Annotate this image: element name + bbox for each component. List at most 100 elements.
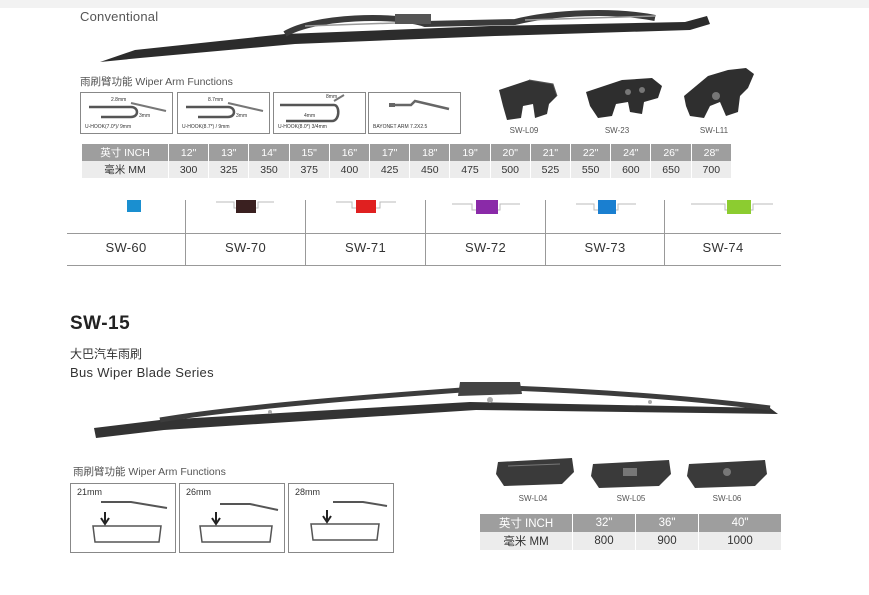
connector-code-sw-l09: SW-L09 [509, 126, 539, 135]
size-cell: 19" [449, 144, 491, 161]
bus-wiper-blade-image [94, 382, 778, 438]
model-code: SW-60 [105, 240, 147, 255]
u-hook-arm-icon [280, 94, 345, 123]
model-color-swatch [127, 200, 141, 212]
connector-preview-icon [127, 200, 141, 212]
connector-preview-icon [576, 200, 636, 214]
size-cell: 24" [610, 144, 652, 161]
model-color-swatch [598, 200, 616, 214]
arm-function-28mm: 28mm [288, 483, 394, 553]
adapter-clip-icon [586, 78, 662, 118]
size-cell: 15" [289, 144, 330, 161]
model-color-swatch [476, 200, 498, 214]
size-cell: 500 [490, 161, 531, 178]
bus-adapter-icon [591, 460, 671, 488]
size-cell: 22" [570, 144, 612, 161]
size-cell: 400 [329, 161, 371, 178]
size-cell: 26" [650, 144, 692, 161]
model-code: SW-71 [345, 240, 386, 255]
adapter-clip-icon [684, 68, 754, 118]
arm-function-u-hook-3: 8mm 4mm U-HOOK(8.0*) 3/4mm [273, 92, 366, 134]
adapter-clip-icon [499, 79, 558, 120]
size-cell: 550 [570, 161, 612, 178]
size-cell: 475 [449, 161, 491, 178]
size-cell: 700 [691, 161, 733, 178]
sw15-size-table: 英寸 INCH 32" 36" 40" 毫米 MM 800 900 1000 [480, 514, 782, 550]
model-cell-sw-72: SW-72 [426, 200, 546, 266]
size-cell: 12" [168, 144, 210, 161]
model-color-swatch [356, 200, 376, 213]
hook-arm-diagram-icon [92, 501, 168, 543]
sw15-functions-title: 雨刷臂功能 Wiper Arm Functions [73, 466, 226, 478]
inch-label: 英寸 INCH [480, 514, 573, 532]
hook-arm-diagram-icon [199, 503, 279, 543]
arm-function-bayonet: BAYONET ARM 7.2X2.5 [368, 92, 461, 134]
size-table-inch-row: 英寸 INCH 12" 13" 14" 15" 16" 17" 18" 19" … [82, 144, 733, 161]
size-cell: 16" [329, 144, 371, 161]
model-code: SW-72 [465, 240, 506, 255]
u-hook-arm-icon [186, 102, 264, 119]
mm-label: 毫米 MM [480, 532, 573, 550]
size-cell: 375 [289, 161, 330, 178]
model-code: SW-70 [225, 240, 266, 255]
model-code: SW-74 [702, 240, 744, 255]
size-cell: 325 [208, 161, 250, 178]
size-cell: 600 [610, 161, 652, 178]
bayonet-arm-icon [389, 99, 450, 111]
hook-arm-diagram-icon [310, 501, 388, 541]
size-table-inch-row: 英寸 INCH 32" 36" 40" [480, 514, 782, 532]
conventional-title: Conventional [80, 9, 159, 24]
conventional-functions-title: 雨刷臂功能 Wiper Arm Functions [80, 76, 233, 88]
row-divider [67, 233, 781, 234]
connector-code-sw-l06: SW-L06 [712, 494, 742, 503]
conventional-wiper-blade-image [100, 10, 710, 62]
model-code: SW-73 [584, 240, 626, 255]
connector-preview-icon [336, 200, 396, 213]
connector-preview-icon [691, 200, 773, 214]
size-cell: 20" [490, 144, 531, 161]
connector-code-sw-l04: SW-L04 [518, 494, 548, 503]
size-cell: 1000 [698, 532, 782, 550]
model-cell-sw-74: SW-74 [665, 200, 781, 266]
model-cell-sw-71: SW-71 [306, 200, 426, 266]
arm-function-u-hook-2: 8.7mm 3mm U-HOOK(8.7*) / 9mm [177, 92, 270, 134]
size-cell: 21" [530, 144, 572, 161]
arm-function-26mm: 26mm [179, 483, 285, 553]
arm-function-21mm: 21mm [70, 483, 176, 553]
size-cell: 900 [635, 532, 699, 550]
sw15-subtitle-cn: 大巴汽车雨刷 [70, 347, 143, 361]
size-cell: 525 [530, 161, 572, 178]
size-table-mm-row: 毫米 MM 300 325 350 375 400 425 450 475 50… [82, 161, 733, 178]
size-cell: 14" [248, 144, 290, 161]
size-cell: 17" [369, 144, 411, 161]
connector-preview-icon [216, 200, 274, 213]
connector-preview-icon [452, 200, 520, 214]
size-cell: 18" [409, 144, 451, 161]
top-strip [0, 0, 869, 8]
bus-adapter-icon [687, 460, 767, 488]
connector-code-sw-l11: SW-L11 [699, 126, 729, 135]
bus-adapter-icon [496, 458, 574, 486]
connector-code-sw-l05: SW-L05 [616, 494, 646, 503]
sw15-title: SW-15 [70, 313, 131, 334]
size-cell: 28" [691, 144, 733, 161]
mm-label: 毫米 MM [82, 161, 169, 178]
model-color-swatch [727, 200, 751, 214]
model-row: SW-60 SW-70 SW-71 SW-72 SW-73 [67, 200, 781, 266]
row-divider [67, 265, 781, 266]
conventional-size-table: 英寸 INCH 12" 13" 14" 15" 16" 17" 18" 19" … [82, 144, 733, 178]
model-color-swatch [236, 200, 256, 213]
size-cell: 32" [572, 514, 636, 532]
sw15-subtitle-en: Bus Wiper Blade Series [70, 365, 214, 380]
size-cell: 13" [208, 144, 250, 161]
size-cell: 40" [698, 514, 782, 532]
size-cell: 36" [635, 514, 699, 532]
arm-function-u-hook-1: 2.8mm 3mm U-HOOK(7.0*)/ 9mm [80, 92, 173, 134]
size-cell: 425 [369, 161, 411, 178]
size-cell: 800 [572, 532, 636, 550]
inch-label: 英寸 INCH [82, 144, 169, 161]
size-cell: 650 [650, 161, 692, 178]
size-cell: 300 [168, 161, 210, 178]
u-hook-arm-icon [89, 102, 167, 119]
size-cell: 450 [409, 161, 451, 178]
